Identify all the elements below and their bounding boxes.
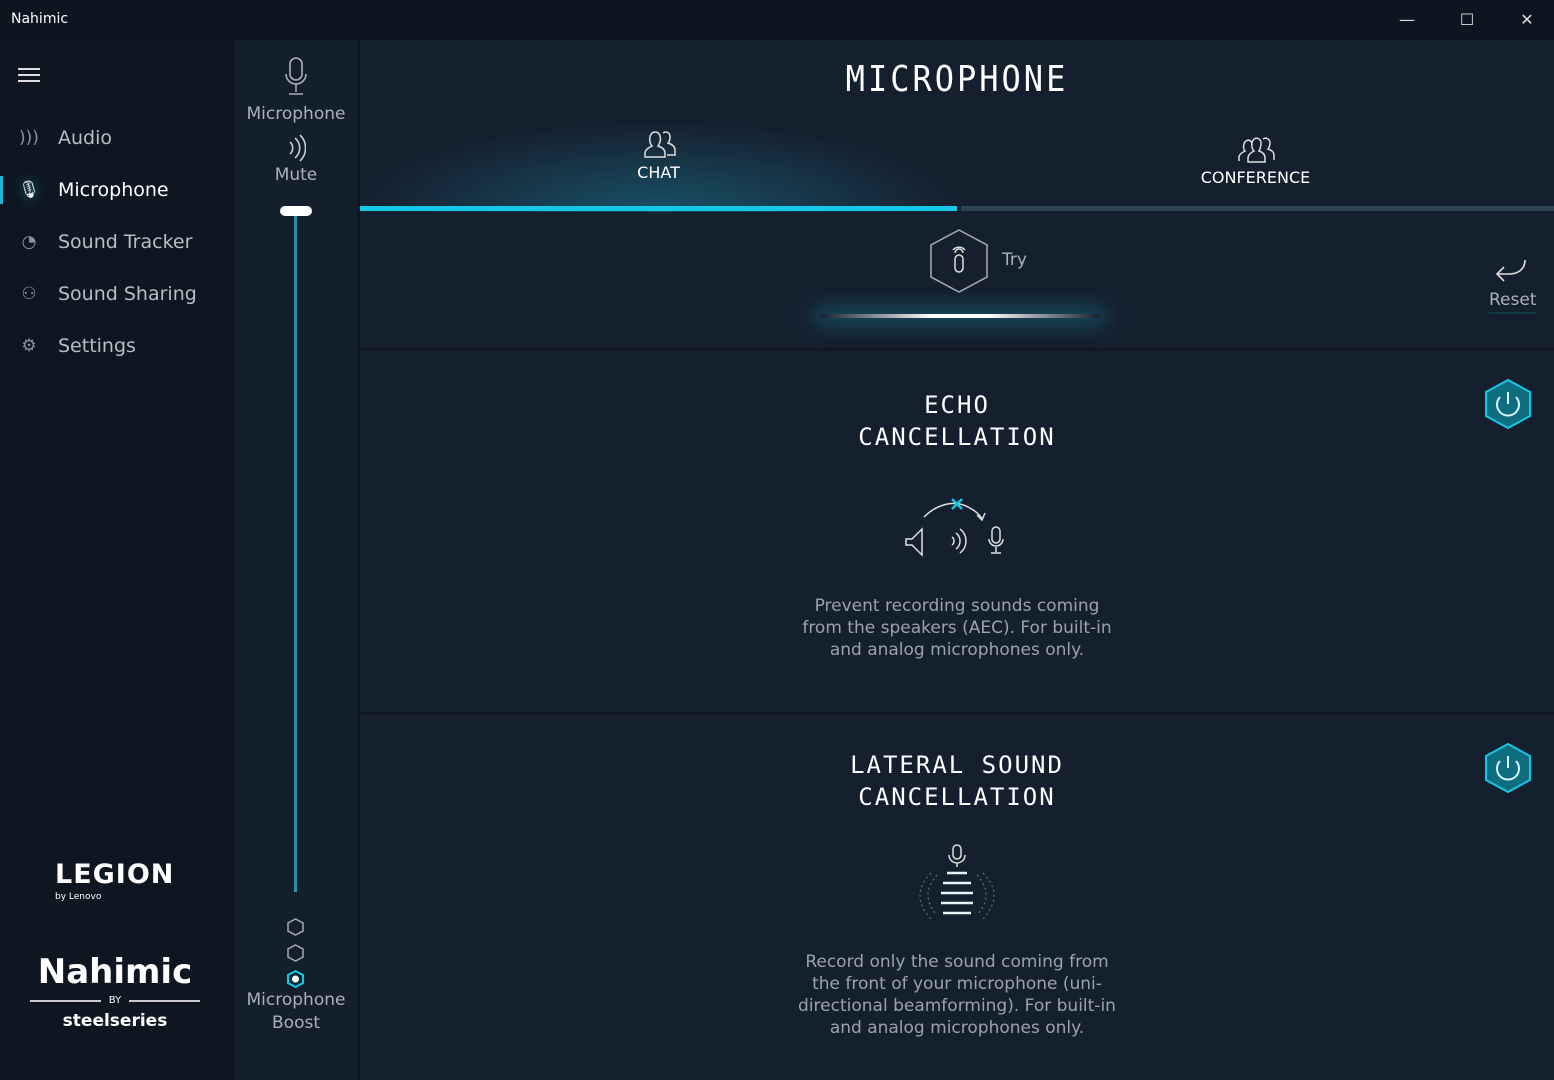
panel-title-2: CANCELLATION — [858, 783, 1056, 811]
tab-active-indicator — [360, 206, 957, 211]
mute-toggle-icon[interactable] — [286, 134, 306, 162]
panel-title-2: CANCELLATION — [858, 423, 1056, 451]
close-button[interactable]: ✕ — [1520, 10, 1534, 29]
sidebar: ))) Audio 🎙 Microphone ◔ Sound Tracker ⚇ Sou… — [0, 40, 234, 1080]
panel-title: LATERAL SOUND — [850, 751, 1064, 779]
audio-level-glow — [820, 314, 1100, 318]
lateral-sound-cancellation-power-toggle[interactable] — [1484, 742, 1532, 794]
app-title: Nahimic — [11, 11, 69, 27]
panel-description: Record only the sound coming from the fr… — [798, 952, 1116, 1038]
reset-arrow-icon[interactable] — [1494, 258, 1528, 284]
minimize-button[interactable]: — — [1399, 10, 1415, 29]
maximize-button[interactable]: ☐ — [1459, 10, 1475, 29]
echo-cancellation-illustration — [905, 498, 1004, 557]
microphone-icon: 🎙 — [18, 180, 40, 200]
volume-slider-thumb[interactable] — [280, 206, 312, 216]
volume-slider-track[interactable] — [294, 212, 297, 892]
sidebar-item-label: Audio — [58, 127, 113, 149]
sidebar-item-settings[interactable]: ⚙ Settings — [0, 324, 234, 368]
mute-label[interactable]: Mute — [274, 165, 318, 185]
title-bar: Nahimic — ☐ ✕ — [0, 0, 1554, 40]
microphone-label: Microphone — [246, 104, 346, 124]
try-button[interactable] — [928, 228, 990, 294]
profile-tabs: CHAT CONFERENCE — [360, 122, 1554, 212]
echo-cancellation-panel: ECHO CANCELLATION Prevent recording soun… — [360, 348, 1554, 712]
tab-conference[interactable]: CONFERENCE — [957, 122, 1554, 212]
tab-chat[interactable]: CHAT — [360, 122, 957, 212]
gear-icon: ⚙ — [21, 336, 37, 356]
sidebar-item-audio[interactable]: ))) Audio — [0, 116, 234, 160]
sidebar-item-sound-sharing[interactable]: ⚇ Sound Sharing — [0, 272, 234, 316]
beamforming-illustration — [919, 844, 995, 920]
tab-label: CONFERENCE — [1200, 168, 1311, 187]
sidebar-item-microphone[interactable]: 🎙 Microphone — [0, 168, 234, 212]
sidebar-item-label: Sound Sharing — [58, 283, 197, 305]
radar-icon: ◔ — [21, 232, 37, 252]
panel-title: ECHO — [924, 391, 990, 419]
sidebar-item-label: Sound Tracker — [58, 231, 193, 253]
panel-description: Prevent recording sounds coming from the… — [802, 596, 1112, 660]
sound-sharing-icon: ⚇ — [21, 284, 37, 304]
boost-label: Microphone — [246, 990, 346, 1010]
boost-level-2-icon[interactable] — [287, 944, 304, 962]
try-label[interactable]: Try — [1002, 250, 1027, 270]
main-content: MICROPHONE CHAT CONFERENCE Try Reset ECH… — [360, 40, 1554, 1080]
boost-label-2: Boost — [272, 1013, 320, 1033]
sidebar-item-label: Microphone — [58, 179, 169, 201]
boost-level-1-icon[interactable] — [287, 970, 304, 988]
try-area: Try Reset — [360, 212, 1554, 350]
echo-cancellation-power-toggle[interactable] — [1484, 378, 1532, 430]
tab-label: CHAT — [637, 163, 680, 182]
lateral-sound-cancellation-panel: LATERAL SOUND CANCELLATION Record only t… — [360, 712, 1554, 1080]
microphone-volume-column: Microphone Mute Microphone Boost — [234, 40, 358, 1080]
page-title: MICROPHONE — [845, 58, 1069, 100]
conference-users-icon — [1237, 137, 1275, 163]
sidebar-item-label: Settings — [58, 335, 136, 357]
sidebar-item-sound-tracker[interactable]: ◔ Sound Tracker — [0, 220, 234, 264]
boost-level-3-icon[interactable] — [287, 918, 304, 936]
hamburger-menu-icon[interactable] — [18, 68, 40, 82]
reset-button[interactable]: Reset — [1489, 290, 1537, 314]
microphone-icon — [285, 57, 307, 95]
tab-inactive-indicator — [961, 206, 1554, 211]
speaker-waves-icon: ))) — [19, 128, 39, 148]
chat-users-icon — [643, 131, 676, 158]
